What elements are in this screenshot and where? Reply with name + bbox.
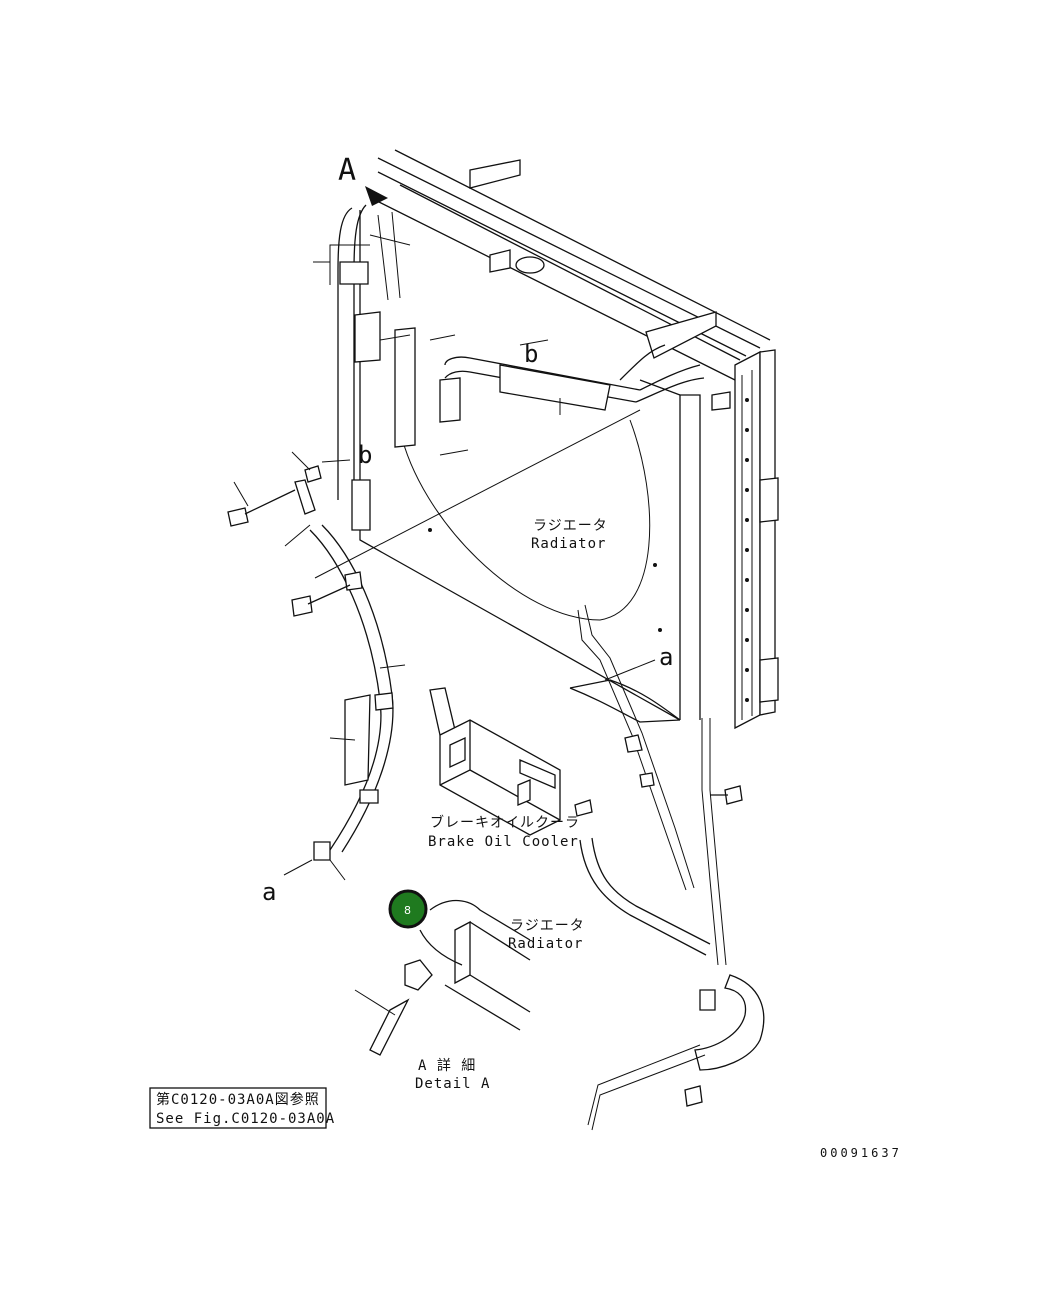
left-hose-chain	[227, 465, 394, 861]
detail-a-label-jp: A 詳 細	[418, 1058, 476, 1074]
lower-right-hose	[587, 785, 765, 1131]
leader-lines	[233, 234, 656, 1016]
detail-radiator-label-en: Radiator	[508, 936, 583, 952]
detail-radiator-label-jp: ラジエータ	[510, 918, 585, 934]
ref-b-upper-label: b	[524, 340, 538, 368]
ref-box-label-en: See Fig.C0120-03A0A	[156, 1111, 335, 1127]
brake-oil-cooler	[429, 687, 711, 956]
ref-b-lower-label: b	[358, 441, 372, 469]
brake-cooler-label-jp: ブレーキオイルクーラ	[430, 814, 580, 831]
detail-a-label-en: Detail A	[415, 1076, 490, 1092]
radiator-assembly	[359, 149, 779, 730]
figure-reference-box: 第C0120-03A0A図参照 See Fig.C0120-03A0A	[149, 1087, 335, 1129]
ref-box-label-jp: 第C0120-03A0A図参照	[156, 1091, 320, 1108]
ref-a-right-label: a	[659, 643, 673, 671]
brake-cooler-label-en: Brake Oil Cooler	[428, 834, 579, 850]
ref-a-left-label: a	[262, 878, 276, 906]
part-callout-number: 8	[404, 904, 411, 917]
upper-hoses	[337, 186, 705, 531]
part-callout-marker[interactable]: 8	[388, 889, 428, 929]
radiator-drain-lines	[577, 604, 727, 966]
drawing-number: 00091637	[820, 1146, 902, 1160]
radiator-label-jp: ラジエータ	[533, 518, 608, 534]
view-a-label: A	[338, 153, 356, 188]
radiator-label-en: Radiator	[531, 536, 606, 552]
detail-a-view	[369, 899, 531, 1056]
